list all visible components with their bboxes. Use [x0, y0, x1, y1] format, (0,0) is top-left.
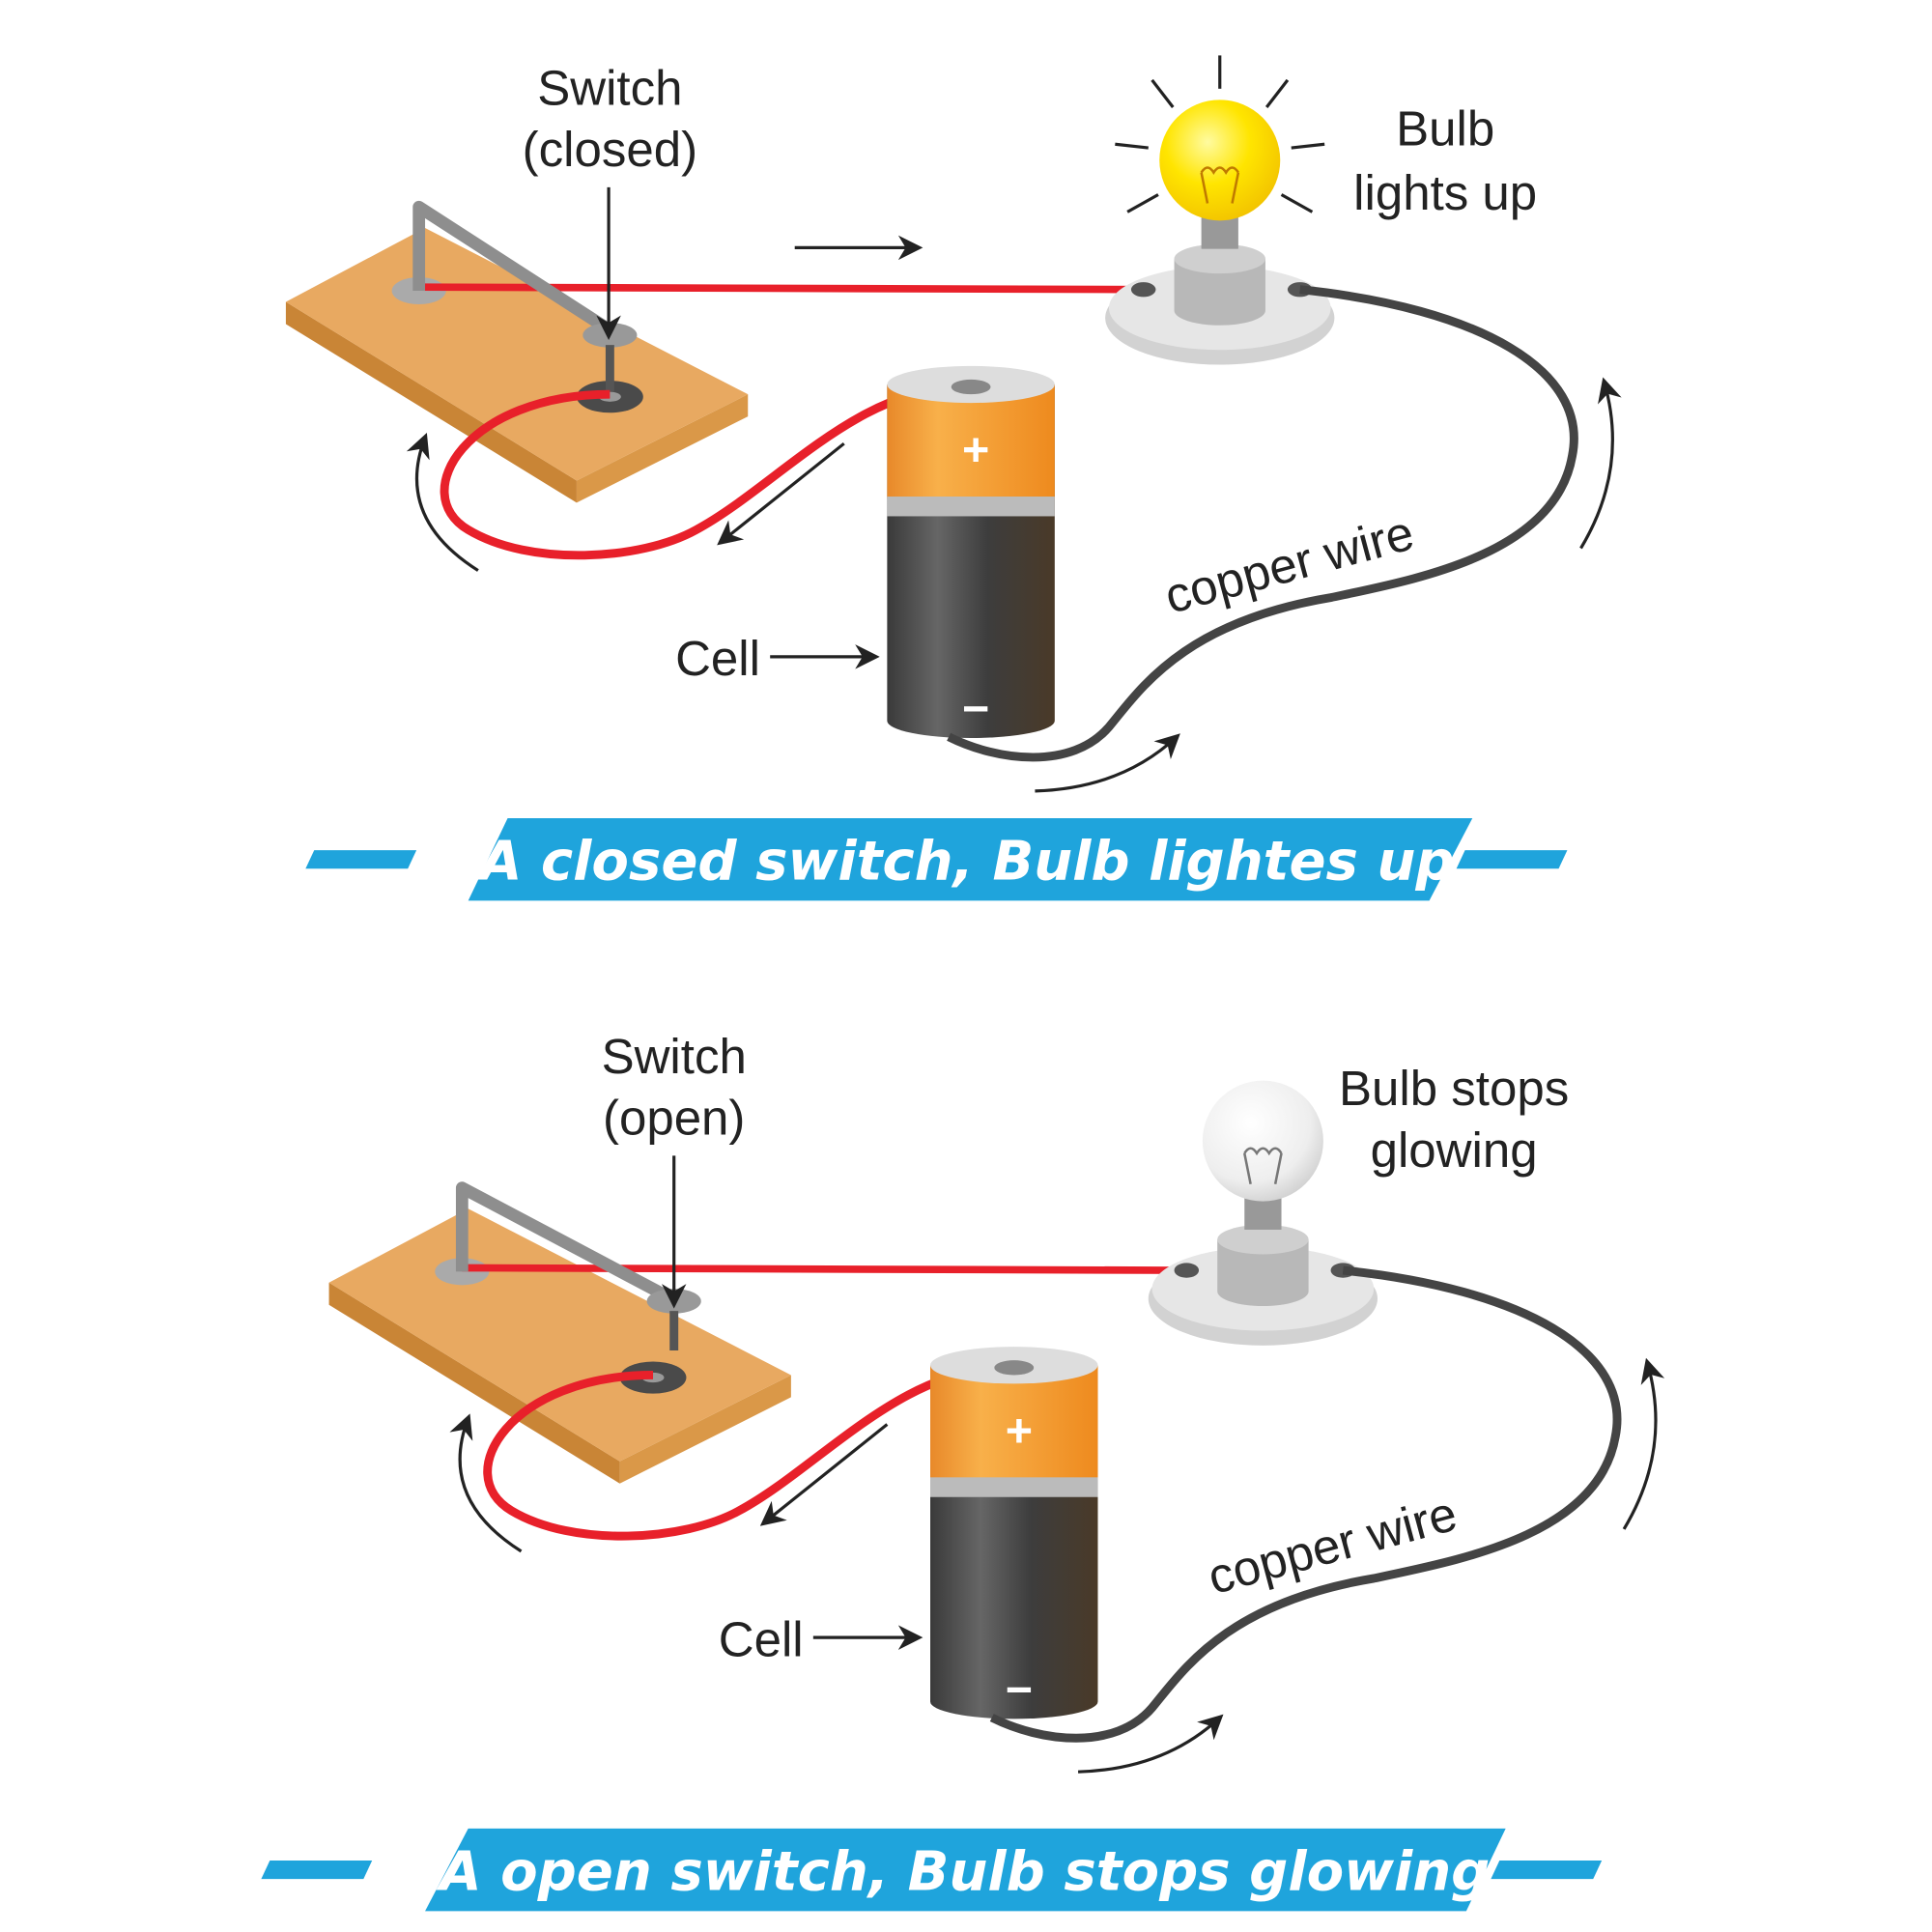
caption-banner: A open switch, Bulb stops glowing [261, 1828, 1603, 1912]
red-wire-cell [440, 384, 968, 560]
bulb-state-label: lights up [1353, 165, 1537, 220]
bulb-off-icon [1202, 1080, 1323, 1202]
switch-label: Switch [602, 1029, 747, 1084]
copper-wire [947, 285, 1578, 762]
switch-lever [455, 1181, 675, 1305]
plus-sign: + [962, 424, 989, 476]
filament [1200, 166, 1240, 204]
filament [1243, 1147, 1283, 1185]
cell-label: Cell [719, 1611, 804, 1666]
switch-state-label: (closed) [523, 122, 697, 177]
bulb-lit-icon [1159, 99, 1281, 221]
red-wire-top [462, 1264, 1187, 1274]
switch-label: Switch [537, 60, 682, 115]
caption-text: A closed switch, Bulb lightes up [476, 831, 1455, 894]
cell-label: Cell [675, 631, 760, 686]
current-arrows [449, 1155, 1665, 1774]
bulb-socket [1148, 1224, 1378, 1346]
copper-wire [989, 1265, 1622, 1743]
plus-sign: + [1006, 1405, 1033, 1457]
bulb-socket [1105, 243, 1335, 365]
switch-board [328, 1208, 791, 1484]
red-wire-top [418, 283, 1144, 294]
minus-sign: − [962, 683, 989, 735]
bulb-label: Bulb stops [1339, 1061, 1569, 1116]
minus-sign: − [1006, 1663, 1033, 1716]
bulb-state-label: glowing [1371, 1122, 1538, 1178]
light-rays [1115, 55, 1325, 213]
switch-state-label: (open) [603, 1091, 745, 1146]
switch-lever [412, 200, 613, 336]
current-arrows [406, 186, 1622, 793]
red-wire-cell [483, 1364, 1011, 1541]
bulb-label: Bulb [1396, 101, 1494, 156]
caption-text: A open switch, Bulb stops glowing [436, 1841, 1490, 1904]
panel-closed: + − Switch (closed) Bulb lights up Cell … [285, 55, 1622, 901]
panel-open: + − Switch (open) Bulb stops glowing Cel… [261, 1029, 1665, 1912]
caption-banner: A closed switch, Bulb lightes up [305, 817, 1568, 901]
